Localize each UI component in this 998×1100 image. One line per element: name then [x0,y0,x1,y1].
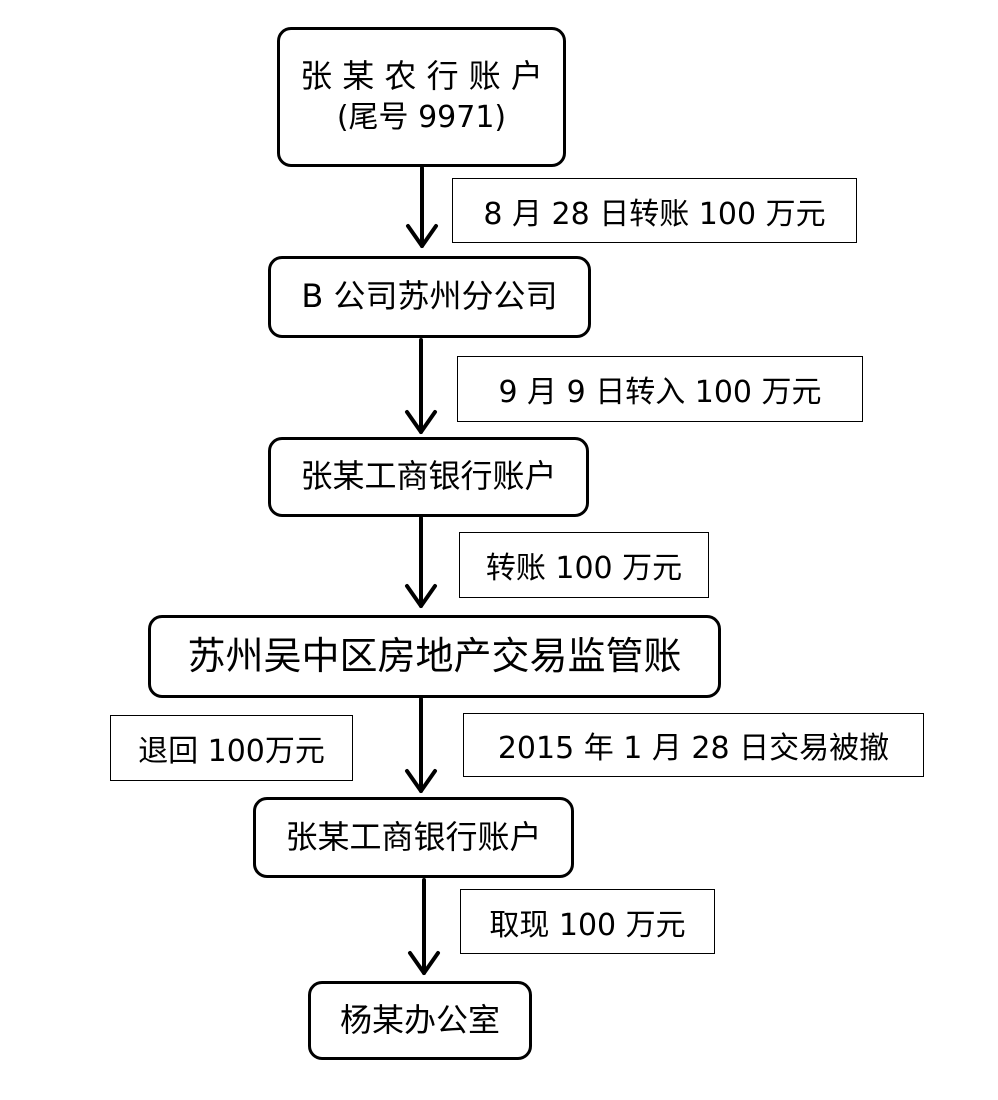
node-yang-office: 杨某办公室 [308,981,532,1060]
edge-label-refund-100: 退回 100万元 [110,715,353,781]
node-zhang-icbc-account-1: 张某工商银行账户 [268,437,589,517]
edge-label-withdraw-100-text: 取现 100 万元 [489,907,686,943]
edge-label-transfer-in-sep9-text: 9 月 9 日转入 100 万元 [498,375,822,410]
edge-label-cancelled-2015: 2015 年 1 月 28 日交易被撤 [463,713,924,777]
arrow-3 [405,516,437,608]
arrow-1 [406,166,438,248]
node-zhang-icbc-account-2-label: 张某工商银行账户 [285,817,542,856]
node-b-company-suzhou-label: B 公司苏州分公司 [301,277,558,316]
edge-label-transfer-aug28-text: 8 月 28 日转账 100 万元 [483,196,826,232]
node-zhang-abc-account-title: 张 某 农 行 账 户 [300,57,543,96]
node-b-company-suzhou: B 公司苏州分公司 [268,256,591,338]
node-zhang-abc-account: 张 某 农 行 账 户 (尾号 9971) [277,27,566,167]
node-supervision-account: 苏州吴中区房地产交易监管账 [148,615,721,698]
edge-label-refund-100-text: 退回 100万元 [138,734,325,769]
arrow-4 [405,697,437,793]
node-zhang-icbc-account-2: 张某工商银行账户 [253,797,574,878]
edge-label-transfer-aug28: 8 月 28 日转账 100 万元 [452,178,857,243]
edge-label-transfer-in-sep9: 9 月 9 日转入 100 万元 [457,356,863,422]
node-zhang-icbc-account-1-label: 张某工商银行账户 [300,457,557,496]
node-yang-office-label: 杨某办公室 [339,1000,500,1039]
node-zhang-abc-account-tail: (尾号 9971) [336,100,507,136]
edge-label-withdraw-100: 取现 100 万元 [460,889,715,954]
arrow-5 [408,878,440,975]
node-supervision-account-label: 苏州吴中区房地产交易监管账 [187,633,682,678]
edge-label-transfer-100: 转账 100 万元 [459,532,709,598]
edge-label-cancelled-2015-text: 2015 年 1 月 28 日交易被撤 [497,731,890,766]
arrow-2 [405,338,437,434]
edge-label-transfer-100-text: 转账 100 万元 [485,551,683,586]
